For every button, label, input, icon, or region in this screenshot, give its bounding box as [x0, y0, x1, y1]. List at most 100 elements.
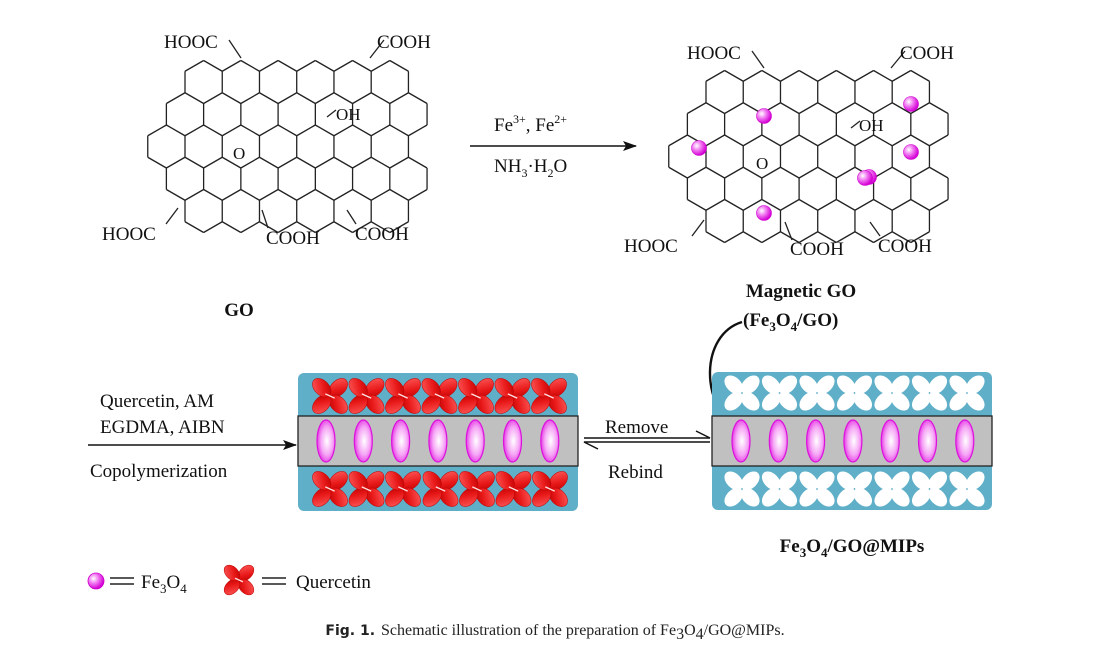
hex-bond: [296, 188, 316, 201]
hex-bond: [333, 221, 353, 234]
quercetin-row-top: [312, 378, 567, 414]
hex-bond: [873, 231, 893, 244]
hex-bond: [742, 134, 763, 147]
fe3o4-ellipse: [502, 419, 523, 463]
quercetin-molecule: [312, 471, 348, 507]
hex-bond: [240, 188, 260, 201]
fe3o4-particle: [903, 144, 919, 160]
hex-bond: [352, 221, 372, 234]
quercetin-molecule: [459, 471, 495, 507]
imprinted-cavity: [724, 375, 760, 411]
hex-bond: [184, 188, 204, 201]
reaction2-line1: Quercetin, AM: [100, 391, 214, 412]
magnetic-go-name: Magnetic GO: [746, 281, 856, 302]
figure-caption: Fig. 1.Schematic illustration of the pre…: [325, 622, 784, 643]
hex-bond: [780, 102, 800, 115]
go-epoxide: O: [233, 144, 245, 163]
hex-bond: [352, 92, 372, 105]
mgo-hydroxyl: OH: [859, 116, 884, 135]
hex-bond: [352, 156, 372, 169]
hex-bond: [817, 134, 837, 147]
mgo-group-top-left: HOOC: [687, 43, 741, 64]
remove-arrow: [584, 430, 711, 439]
quercetin-molecule: [458, 378, 494, 414]
hex-bond: [891, 134, 912, 147]
hex-bond: [352, 59, 372, 72]
hex-bond: [166, 124, 186, 137]
hex-bond: [203, 221, 223, 234]
imprinted-cavity: [836, 471, 873, 507]
fe3o4-particle: [903, 96, 919, 112]
hex-bond: [873, 198, 893, 211]
hex-bond: [166, 188, 186, 201]
hex-bond: [798, 102, 819, 115]
hex-bond: [724, 198, 744, 211]
hex-bond: [798, 231, 819, 244]
fe3o4-particle: [691, 140, 707, 156]
hex-bond: [389, 92, 409, 105]
imprinted-cavity: [724, 471, 760, 507]
hex-bond: [817, 198, 837, 211]
hex-bond: [389, 221, 409, 234]
quercetin-molecule: [348, 378, 385, 414]
fe3o4-ellipse: [540, 419, 560, 463]
hex-bond: [333, 156, 353, 169]
go-labels: HOOC COOH HOOC COOH COOH OH O GO: [102, 32, 431, 321]
quercetin-molecule: [385, 471, 421, 507]
hex-bond: [910, 69, 930, 82]
magnetic-go-formula: (Fe3O4/GO): [743, 310, 838, 334]
cavity-row-top: [724, 375, 985, 411]
imprinted-cavity: [911, 375, 948, 411]
hex-bond: [854, 134, 874, 147]
hex-bond: [910, 102, 930, 115]
hex-bond: [780, 134, 800, 147]
hex-bond: [408, 188, 428, 201]
go-hydroxyl: OH: [336, 105, 361, 124]
quercetin-molecule: [385, 378, 421, 414]
hex-bond: [277, 221, 298, 234]
reaction1-reagents-bottom: NH3·H2O: [494, 156, 567, 180]
hex-bond: [203, 188, 223, 201]
hex-bond: [836, 166, 856, 179]
hex-bond: [203, 59, 223, 72]
hex-bond: [705, 231, 725, 244]
hex-bond: [221, 156, 242, 169]
quercetin-molecule: [494, 378, 531, 414]
hex-bond: [389, 59, 409, 72]
hex-bond: [370, 188, 391, 201]
magnetic-go-fe3o4-particles: [691, 96, 919, 221]
hex-bond: [910, 134, 930, 147]
legend-fe3o4-label: Fe3O4: [141, 572, 187, 596]
reaction2-arrow: Quercetin, AM EGDMA, AIBN Copolymerizati…: [88, 391, 297, 482]
hex-bond: [166, 92, 186, 105]
hex-bond: [277, 156, 298, 169]
mip-product-label: Fe3O4/GO@MIPs: [780, 536, 925, 560]
mip-with-template: [297, 373, 579, 511]
legend-quercetin-equals: [262, 577, 286, 585]
quercetin-molecule: [495, 471, 532, 507]
hex-bond: [370, 92, 391, 105]
fe3o4-ellipse: [316, 419, 336, 463]
fe3o4-ellipse: [391, 419, 411, 463]
hex-bond: [724, 166, 744, 179]
hex-bond: [705, 134, 725, 147]
hex-bond: [147, 124, 167, 137]
hex-bond: [315, 124, 335, 137]
mgo-group-bottom-right: COOH: [878, 236, 932, 257]
hex-bond: [687, 102, 707, 115]
hex-bond: [408, 124, 428, 137]
fe3o4-ellipse: [843, 419, 863, 463]
hex-bond: [389, 188, 409, 201]
quercetin-molecule: [421, 378, 458, 414]
hex-bond: [259, 221, 279, 234]
hex-bond: [184, 59, 204, 72]
hex-bond: [761, 166, 781, 179]
remove-label: Remove: [605, 417, 668, 438]
fe3o4-row-product-core: [731, 419, 975, 463]
hex-bond: [761, 134, 781, 147]
imprinted-cavity: [874, 375, 910, 411]
substituent-bond: [369, 39, 385, 59]
imprinted-cavity: [799, 471, 835, 507]
hex-bond: [873, 134, 893, 147]
